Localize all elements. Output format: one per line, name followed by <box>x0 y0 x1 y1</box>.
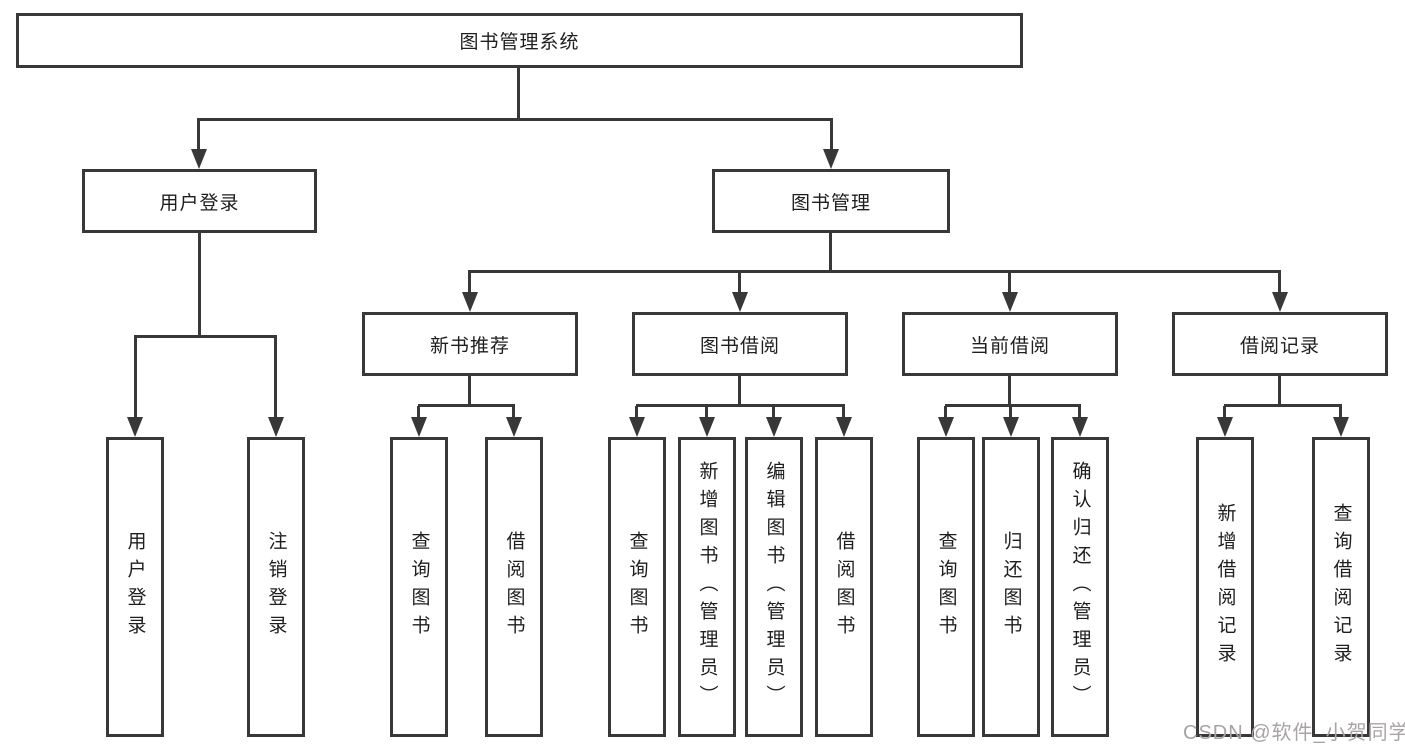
connector-line <box>1224 404 1342 407</box>
connector-line <box>134 335 277 338</box>
node-library-system: 图书管理系统 <box>16 13 1023 68</box>
arrow-down-icon <box>823 149 839 169</box>
arrow-down-icon <box>462 292 478 312</box>
connector-line <box>418 404 515 407</box>
node-borrow-books-recommend-label: 借阅图书 <box>503 531 525 643</box>
arrow-down-icon <box>1002 292 1018 312</box>
arrow-down-icon <box>268 417 284 437</box>
node-edit-book-admin: 编辑图书（管理员） <box>745 437 803 737</box>
node-query-borrow-record-label: 查询借阅记录 <box>1330 503 1352 671</box>
node-user-login-action-label: 用户登录 <box>124 531 146 643</box>
node-query-borrow-record: 查询借阅记录 <box>1312 437 1370 737</box>
connector-line <box>134 337 137 417</box>
node-book-management: 图书管理 <box>712 169 950 233</box>
node-confirm-return-admin: 确认归还（管理员） <box>1051 437 1109 737</box>
node-borrow-books-recommend: 借阅图书 <box>485 437 543 737</box>
node-user-login: 用户登录 <box>82 169 317 233</box>
connector-line <box>1008 272 1011 294</box>
node-new-book-recommend-label: 新书推荐 <box>429 335 510 357</box>
node-add-borrow-record: 新增借阅记录 <box>1196 437 1254 737</box>
node-add-book-admin-label: 新增图书（管理员） <box>696 461 718 713</box>
node-query-books-borrow-label: 查询图书 <box>626 531 648 643</box>
connector-line <box>829 233 832 272</box>
arrow-down-icon <box>1217 417 1233 437</box>
node-library-system-label: 图书管理系统 <box>459 32 580 53</box>
connector-line <box>1078 406 1081 417</box>
watermark: CSDN @软件_小贺同学 <box>1183 722 1405 744</box>
connector-line <box>1008 376 1011 406</box>
node-add-borrow-record-label: 新增借阅记录 <box>1214 503 1236 671</box>
node-borrow-books-action-label: 借阅图书 <box>833 531 855 643</box>
connector-line <box>1009 406 1012 417</box>
node-confirm-return-admin-label: 确认归还（管理员） <box>1069 461 1091 713</box>
node-query-books-recommend-label: 查询图书 <box>408 531 430 643</box>
arrow-down-icon <box>127 417 143 437</box>
arrow-down-icon <box>1272 292 1288 312</box>
connector-line <box>512 406 515 417</box>
connector-line <box>517 68 520 121</box>
node-user-login-action: 用户登录 <box>106 437 164 737</box>
node-user-login-label: 用户登录 <box>159 192 240 214</box>
arrow-down-icon <box>1333 417 1349 437</box>
arrow-down-icon <box>191 149 207 169</box>
arrow-down-icon <box>766 417 782 437</box>
connector-line <box>738 272 741 294</box>
arrow-down-icon <box>836 417 852 437</box>
connector-line <box>468 376 471 406</box>
node-logout-label: 注销登录 <box>265 531 287 643</box>
connector-line <box>635 406 638 417</box>
node-borrow-books-action: 借阅图书 <box>815 437 873 737</box>
arrow-down-icon <box>732 292 748 312</box>
node-query-books-current: 查询图书 <box>917 437 975 737</box>
node-new-book-recommend: 新书推荐 <box>362 312 578 376</box>
connector-line <box>830 120 833 150</box>
connector-line <box>945 404 1081 407</box>
connector-line <box>1278 272 1281 294</box>
node-logout: 注销登录 <box>247 437 305 737</box>
node-edit-book-admin-label: 编辑图书（管理员） <box>763 461 785 713</box>
node-add-book-admin: 新增图书（管理员） <box>678 437 736 737</box>
node-query-books-borrow: 查询图书 <box>608 437 666 737</box>
connector-line <box>197 120 200 150</box>
node-return-books: 归还图书 <box>982 437 1040 737</box>
connector-line <box>772 406 775 417</box>
node-borrowing-records-label: 借阅记录 <box>1239 335 1320 357</box>
arrow-down-icon <box>1003 417 1019 437</box>
connector-line <box>738 376 741 406</box>
connector-line <box>468 272 471 294</box>
node-query-books-recommend: 查询图书 <box>390 437 448 737</box>
node-current-borrowing: 当前借阅 <box>902 312 1118 376</box>
connector-line <box>636 404 845 407</box>
connector-line <box>705 406 708 417</box>
node-current-borrowing-label: 当前借阅 <box>969 335 1050 357</box>
connector-line <box>198 233 201 337</box>
connector-line <box>274 337 277 417</box>
node-book-borrowing-label: 图书借阅 <box>699 335 780 357</box>
connector-line <box>944 406 947 417</box>
connector-line <box>842 406 845 417</box>
node-book-management-label: 图书管理 <box>790 192 871 214</box>
arrow-down-icon <box>506 417 522 437</box>
connector-line <box>1223 406 1226 417</box>
arrow-down-icon <box>1072 417 1088 437</box>
node-book-borrowing: 图书借阅 <box>632 312 848 376</box>
arrow-down-icon <box>699 417 715 437</box>
arrow-down-icon <box>411 417 427 437</box>
arrow-down-icon <box>938 417 954 437</box>
connector-line <box>1278 376 1281 406</box>
arrow-down-icon <box>629 417 645 437</box>
connector-line <box>468 270 1281 273</box>
node-return-books-label: 归还图书 <box>1000 531 1022 643</box>
connector-line <box>197 118 833 121</box>
connector-line <box>417 406 420 417</box>
node-borrowing-records: 借阅记录 <box>1172 312 1388 376</box>
connector-line <box>1339 406 1342 417</box>
node-query-books-current-label: 查询图书 <box>935 531 957 643</box>
